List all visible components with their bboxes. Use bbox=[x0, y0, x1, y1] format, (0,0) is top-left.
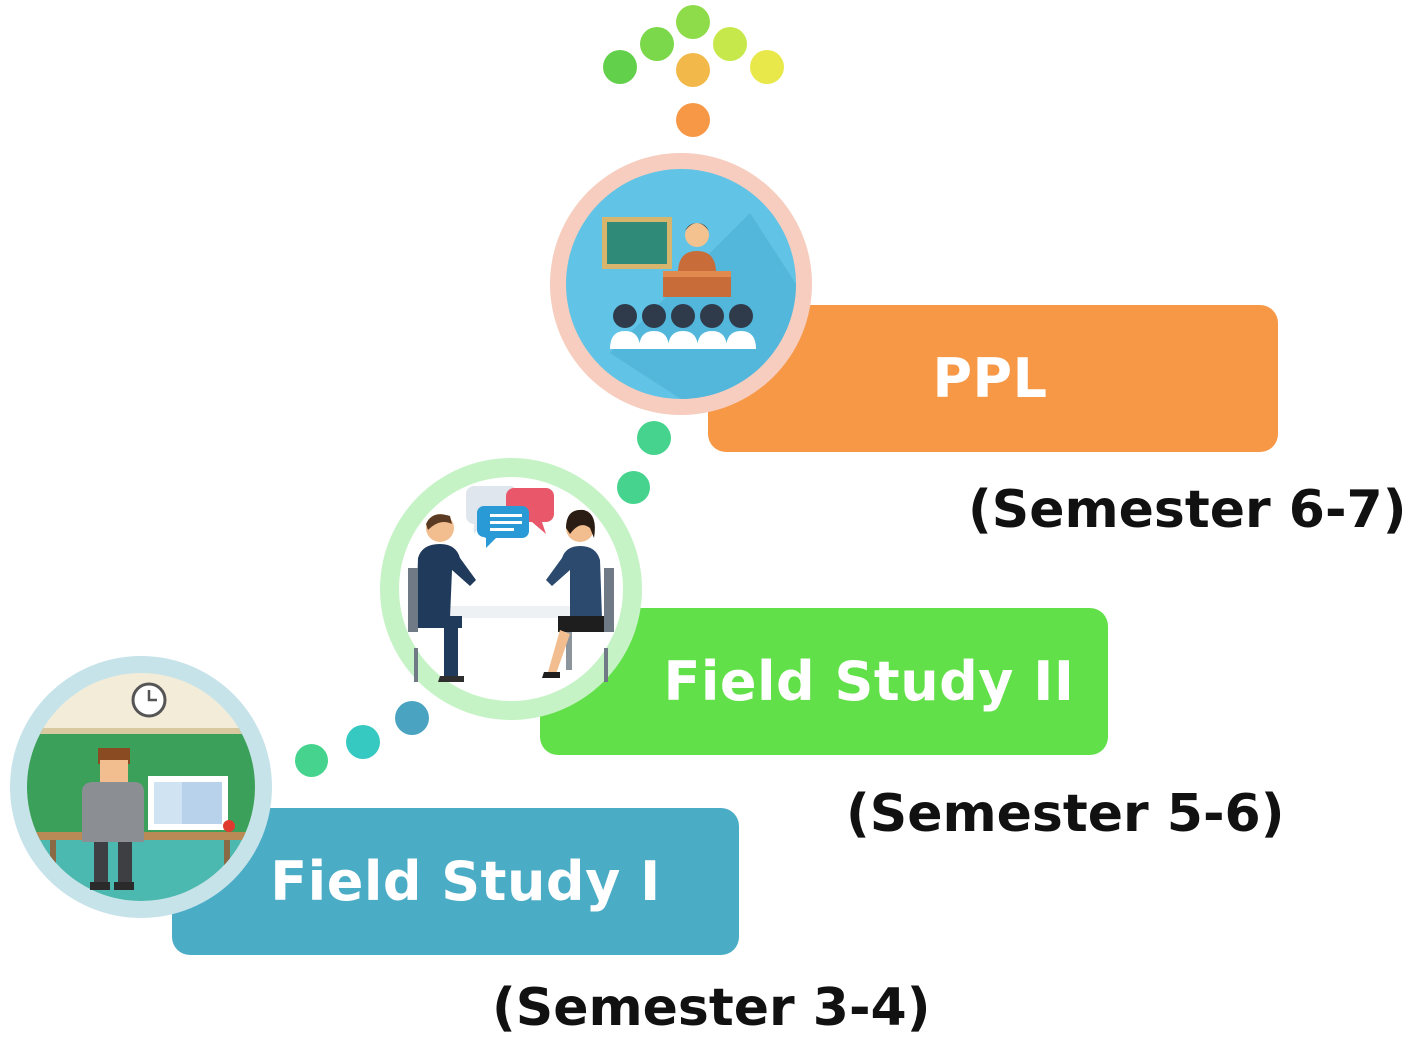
dot bbox=[637, 421, 671, 455]
stage-title: PPL bbox=[932, 347, 1048, 410]
dot bbox=[676, 103, 710, 137]
dot bbox=[750, 50, 784, 84]
stage-title: Field Study I bbox=[270, 850, 661, 913]
stage-semester-field-study-1: (Semester 3-4) bbox=[492, 978, 931, 1038]
stage-banner-field-study-1: Field Study I bbox=[172, 808, 739, 955]
dot bbox=[617, 471, 650, 504]
progression-diagram: PPL bbox=[10, 5, 1406, 1038]
stage-banner-ppl: PPL bbox=[708, 305, 1278, 452]
stage-semester-field-study-2: (Semester 5-6) bbox=[846, 784, 1285, 844]
stage-banner-field-study-2: Field Study II bbox=[540, 608, 1108, 755]
dot bbox=[676, 5, 710, 39]
dot bbox=[395, 701, 429, 735]
dot bbox=[713, 27, 747, 61]
teacher-classroom-icon bbox=[10, 656, 272, 918]
stage-title: Field Study II bbox=[663, 650, 1075, 713]
dot bbox=[676, 53, 710, 87]
dot bbox=[346, 725, 380, 759]
classroom-lecture-icon bbox=[550, 153, 812, 415]
dot bbox=[603, 50, 637, 84]
dot bbox=[640, 27, 674, 61]
stage-semester-ppl: (Semester 6-7) bbox=[968, 480, 1406, 540]
dot bbox=[295, 744, 328, 777]
business-meeting-icon bbox=[380, 458, 642, 720]
